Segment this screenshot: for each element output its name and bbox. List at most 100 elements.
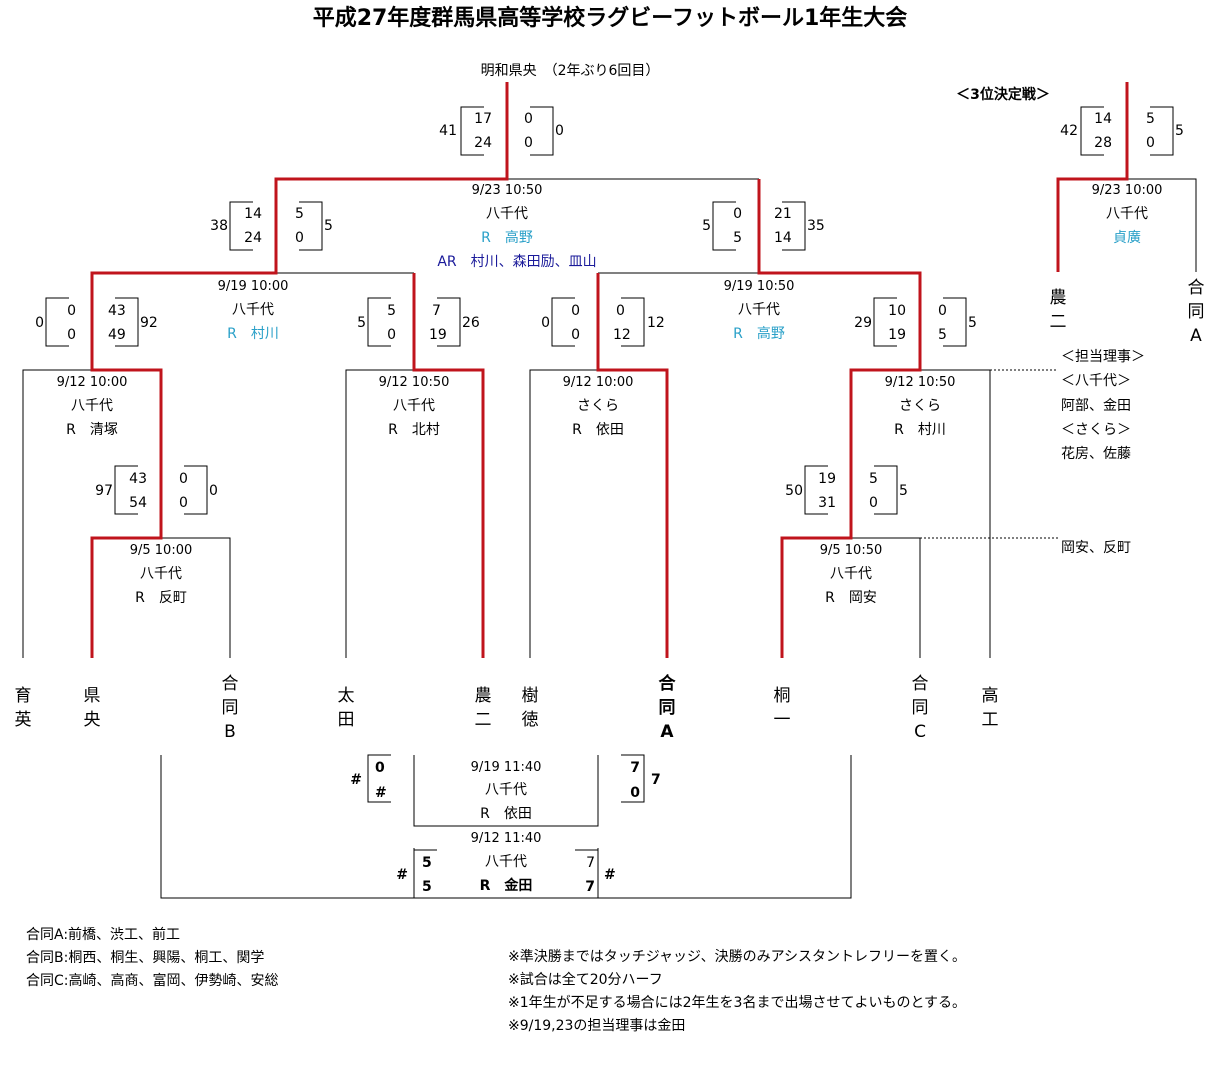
score-half: 0 (375, 760, 385, 776)
officials-yachiyo-names: 阿部、金田 (1061, 398, 1131, 414)
score-total: 41 (439, 123, 457, 139)
team-name: 農二 (474, 686, 492, 730)
match-time: 9/12 10:00 (562, 375, 634, 390)
team-name: 桐一 (773, 686, 791, 730)
match-venue: 八千代 (486, 206, 528, 222)
score-half: 0 (1146, 135, 1155, 151)
match-referee: R 清塚 (66, 422, 118, 438)
team-name: 育英 (14, 686, 32, 730)
score-half: 0 (67, 327, 76, 343)
match-time: 9/23 10:00 (1091, 183, 1163, 198)
match-time: 9/19 11:40 (470, 760, 542, 775)
score-half: 24 (474, 135, 492, 151)
team-name: 合同A (658, 674, 676, 742)
bracket-line (114, 465, 138, 515)
score-total: 5 (899, 483, 908, 499)
match-venue: 八千代 (140, 566, 182, 582)
score-half: 0 (387, 327, 396, 343)
bracket-line (529, 369, 598, 658)
score-half: 7 (586, 855, 595, 871)
score-half: 7 (585, 879, 595, 895)
match-time: 9/12 10:50 (884, 375, 956, 390)
score-total: 5 (324, 218, 333, 234)
score-total: 35 (807, 218, 825, 234)
officials-header: ＜担当理事＞ (1061, 349, 1145, 365)
score-half: 5 (422, 879, 432, 895)
match-time: 9/12 10:50 (378, 375, 450, 390)
score-half: 5 (387, 303, 396, 319)
officials-round1-names: 岡安、反町 (1061, 540, 1131, 556)
bracket-line (437, 297, 461, 347)
team-name: 合同B (221, 674, 239, 742)
score-half: 0 (571, 327, 580, 343)
bracket-line (1080, 106, 1104, 156)
match-venue: 八千代 (485, 782, 527, 798)
team-name: 樹徳 (521, 686, 539, 730)
score-half: 0 (571, 303, 580, 319)
match-venue: 八千代 (71, 398, 113, 414)
officials-yachiyo-label: ＜八千代＞ (1061, 373, 1131, 389)
match-time: 9/19 10:50 (723, 279, 795, 294)
bracket-line (367, 754, 391, 803)
score-total: 29 (854, 315, 872, 331)
bracket-line (299, 201, 323, 251)
bracket-line (873, 297, 897, 347)
score-half: 49 (108, 327, 126, 343)
score-half: 7 (432, 303, 441, 319)
score-half: 5 (938, 327, 947, 343)
score-total: 38 (210, 218, 228, 234)
score-half: 14 (1094, 111, 1112, 127)
bracket-line (551, 297, 575, 347)
score-half: 0 (524, 111, 533, 127)
bracket-line (184, 465, 208, 515)
bracket-line (712, 201, 736, 251)
score-half: 54 (129, 495, 147, 511)
notes-list: ※準決勝まではタッチジャッジ、決勝のみアシスタントレフリーを置く。 ※試合は全て… (508, 946, 966, 1038)
match-referee: R 依田 (480, 806, 532, 822)
third-place-heading: ＜3位決定戦＞ (956, 87, 1050, 103)
bracket-line (874, 465, 898, 515)
score-total: # (350, 772, 362, 788)
team-name: 合同C (911, 674, 929, 742)
match-time: 9/19 10:00 (217, 279, 289, 294)
score-half: 5 (869, 471, 878, 487)
match-time: 9/12 11:40 (470, 831, 542, 846)
score-half: 5 (295, 206, 304, 222)
score-half: 0 (616, 303, 625, 319)
score-half: 5 (733, 230, 742, 246)
score-half: 21 (774, 206, 792, 222)
score-half: 5 (1146, 111, 1155, 127)
match-referee: R 金田 (479, 878, 533, 894)
score-half: 19 (429, 327, 447, 343)
bracket-line (161, 537, 231, 658)
score-half: 0 (67, 303, 76, 319)
bracket-line (804, 465, 828, 515)
match-referee: R 村川 (894, 422, 946, 438)
match-venue: 八千代 (485, 854, 527, 870)
score-total: 0 (35, 315, 44, 331)
score-total: 12 (647, 315, 665, 331)
score-half: 0 (524, 135, 533, 151)
match-venue: さくら (899, 398, 941, 414)
note-item: ※9/19,23の担当理事は金田 (508, 1018, 686, 1034)
combined-team-entry: 合同A:前橋、渋工、前工 (26, 927, 181, 943)
bracket-line (575, 849, 599, 898)
winner-path (90, 82, 509, 658)
match-time: 9/5 10:00 (129, 543, 193, 558)
combined-team-list: 合同A:前橋、渋工、前工 合同B:桐西、桐生、興陽、桐工、関学 合同C:高崎、高… (26, 924, 279, 993)
score-total: 5 (357, 315, 366, 331)
bracket-line (22, 106, 1197, 899)
score-half: 43 (129, 471, 147, 487)
winner-path (1056, 82, 1129, 272)
match-venue: 八千代 (830, 566, 872, 582)
score-half: 19 (888, 327, 906, 343)
combined-team-entry: 合同C:高崎、高商、富岡、伊勢崎、安総 (26, 973, 279, 989)
bracket-line (782, 201, 806, 251)
bracket-line (621, 754, 645, 803)
officials-sakura-label: ＜さくら＞ (1061, 422, 1131, 438)
bracket-line (160, 755, 852, 899)
score-half: 0 (733, 206, 742, 222)
score-half: 5 (422, 855, 432, 871)
score-half: 28 (1094, 135, 1112, 151)
